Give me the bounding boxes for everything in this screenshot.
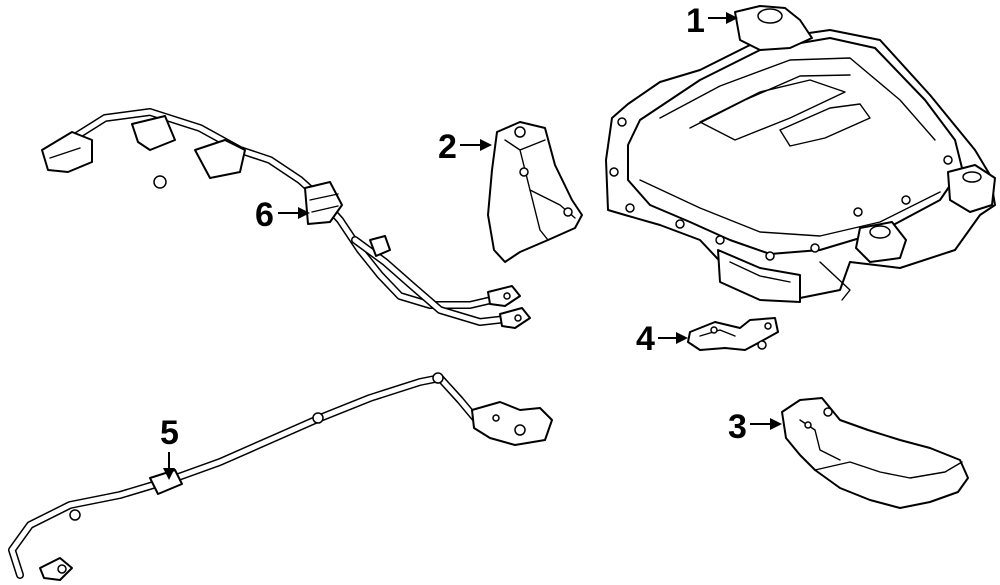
- part-5-ground-cable: [8, 372, 553, 581]
- part-2-bracket: [487, 121, 583, 263]
- callout-number-5: 5: [160, 414, 179, 452]
- arrowhead-icon: [770, 418, 782, 430]
- part-6-battery-cable: [41, 108, 531, 329]
- callout-4: 4: [636, 320, 688, 358]
- callout-number-3: 3: [728, 408, 747, 446]
- arrowhead-icon: [726, 12, 738, 24]
- callout-3: 3: [728, 408, 782, 446]
- callout-number-1: 1: [686, 2, 705, 40]
- callout-number-2: 2: [438, 128, 457, 166]
- callout-2: 2: [438, 128, 492, 166]
- callout-6: 6: [255, 196, 310, 234]
- callout-number-4: 4: [636, 320, 655, 358]
- callout-5: 5: [160, 414, 179, 480]
- arrowhead-icon: [298, 207, 310, 219]
- part-4-mounting-bracket: [687, 317, 779, 351]
- arrowhead-icon: [480, 139, 492, 151]
- arrowhead-icon: [676, 332, 688, 344]
- part-3-shield-plate: [781, 397, 969, 509]
- part-1-inverter-assembly: [605, 5, 996, 303]
- callout-number-6: 6: [255, 196, 274, 234]
- arrowhead-icon: [163, 468, 175, 480]
- callout-1: 1: [686, 2, 738, 40]
